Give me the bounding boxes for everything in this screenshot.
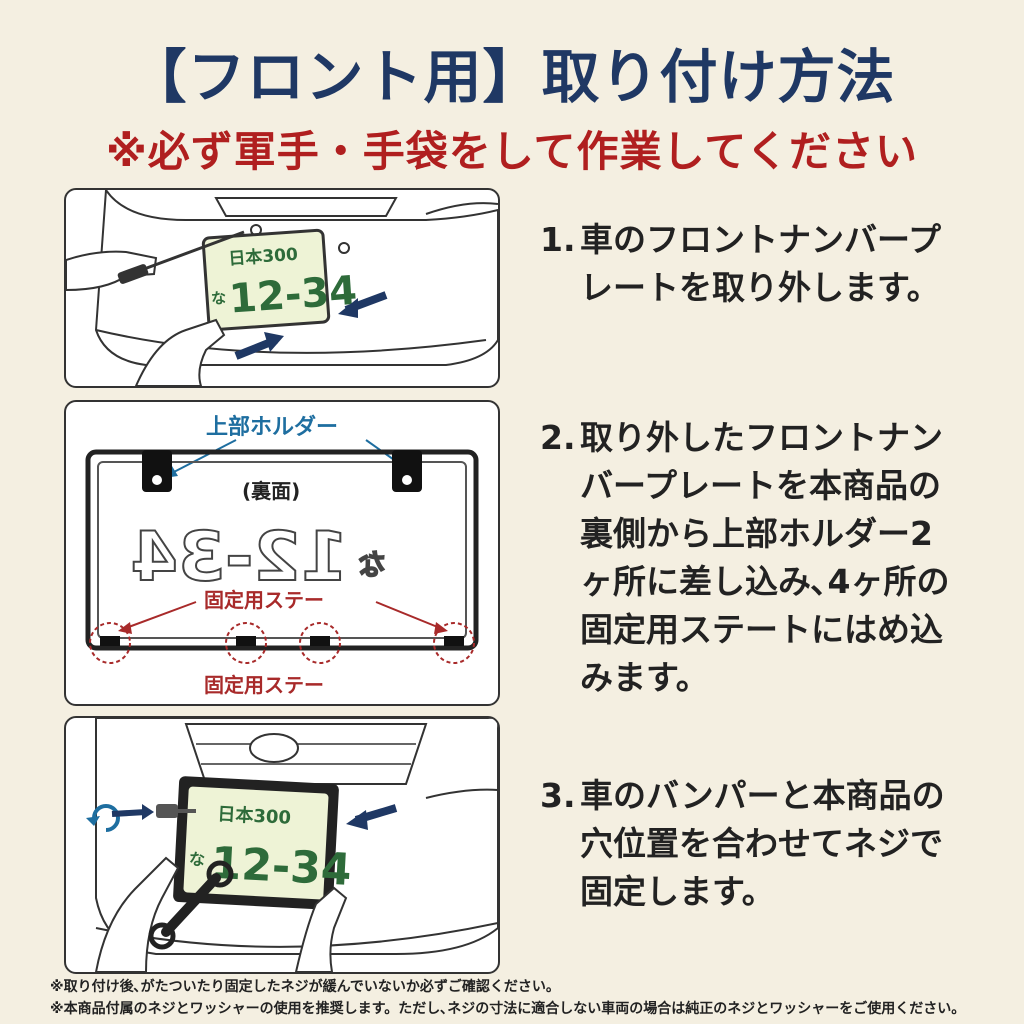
license-plate: 日本300 な 12-34	[201, 228, 359, 332]
rotate-icon	[86, 804, 120, 832]
stay-label-top: 固定用ステー	[204, 588, 324, 612]
plate-number: 12-34	[228, 268, 359, 323]
fixing-stays	[89, 622, 475, 664]
footnote-2: ※本商品付属のネジとワッシャーの使用を推奨します。ただし､ネジの寸法に適合しない…	[50, 1001, 966, 1017]
step-1-line-1: 1.車のフロントナンバープ	[540, 220, 942, 259]
right-hand	[294, 886, 348, 972]
step-3-line-3: 固定します。	[580, 872, 775, 911]
step1-svg: 日本300 な 12-34	[66, 190, 498, 386]
stay-label-bottom: 固定用ステー	[204, 673, 324, 697]
step-3-line-1: 3.車のバンパーと本商品の	[540, 776, 945, 815]
arrow-icon	[111, 804, 398, 830]
step2-svg: 上部ホルダー (裏面) 12-34 な 固定用ステー	[85, 414, 479, 697]
footnote-1: ※取り付け後､がたついたり固定したネジが緩んでいないか必ずご確認ください。	[50, 979, 560, 995]
footnotes: ※取り付け後､がたついたり固定したネジが緩んでいないか必ずご確認ください。 ※本…	[50, 976, 1010, 1020]
holder-arrow-left	[169, 439, 237, 475]
step-3-line-2: 穴位置を合わせてネジで	[580, 824, 943, 863]
car-emblem	[249, 733, 299, 763]
mirrored-kana: な	[358, 548, 386, 581]
left-hand	[66, 250, 158, 292]
arrow-icon	[234, 291, 388, 360]
step2-illustration: 上部ホルダー (裏面) 12-34 な 固定用ステー	[64, 400, 500, 706]
step-1-line-2: レートを取り外します。	[580, 268, 940, 307]
mirrored-plate: 12-34 な	[130, 517, 387, 598]
step3-illustration: 日本300 な 12-34	[64, 716, 500, 974]
plate-number: 12-34	[210, 838, 353, 896]
step-2-line-2: バープレートを本商品の	[580, 466, 942, 505]
back-label: (裏面)	[242, 479, 300, 503]
step-2-line-3: 裏側から上部ホルダー2	[580, 514, 933, 553]
frame-outer	[85, 449, 479, 651]
step-1: 1.車のフロントナンバープ レートを取り外します。	[540, 216, 980, 312]
plate-region: 日本300	[228, 244, 299, 270]
screwdriver-icon	[117, 230, 245, 284]
step-2-line-5: 固定用ステートにはめ込	[580, 610, 943, 649]
car-grille	[214, 197, 398, 217]
step-2: 2.取り外したフロントナン バープレートを本商品の 裏側から上部ホルダー2 ヶ所…	[540, 414, 980, 702]
hole-right	[338, 242, 350, 254]
headlight	[425, 202, 498, 215]
step-3: 3.車のバンパーと本商品の 穴位置を合わせてネジで 固定します。	[540, 772, 980, 916]
step1-illustration: 日本300 な 12-34	[64, 188, 500, 388]
step3-svg: 日本300 な 12-34	[86, 718, 498, 972]
mirrored-number: 12-34	[131, 518, 348, 597]
page-title: 【フロント用】取り付け方法	[128, 43, 896, 111]
plate-region: 日本300	[217, 803, 292, 829]
frame-inner	[97, 461, 467, 639]
top-holder-label: 上部ホルダー	[206, 414, 338, 440]
step-2-line-6: みます。	[580, 658, 709, 697]
right-hand	[134, 318, 226, 386]
screw-icon	[156, 804, 196, 818]
wrench-icon	[148, 860, 234, 950]
step-2-line-1: 2.取り外したフロントナン	[540, 418, 943, 457]
bumper-line	[95, 329, 487, 354]
step-2-line-4: ヶ所に差し込み､4ヶ所の	[580, 562, 950, 601]
car-grille	[184, 723, 428, 785]
top-holder-left	[142, 450, 172, 492]
plate-kana: な	[211, 289, 227, 308]
warning-subtitle: ※必ず軍手・手袋をして作業してください	[105, 127, 919, 176]
left-hand	[94, 856, 180, 972]
plate-kana: な	[189, 850, 206, 870]
top-holder-right	[392, 450, 422, 492]
